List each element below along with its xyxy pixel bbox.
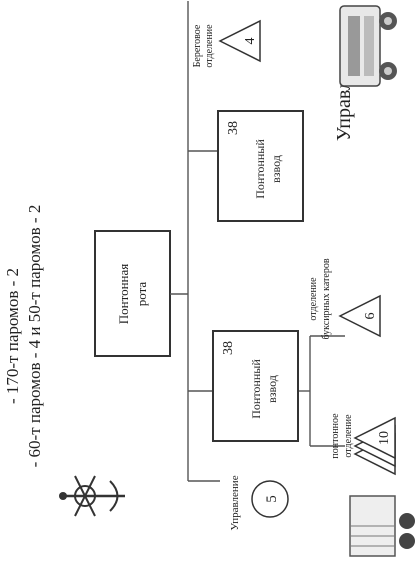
towboat-section-count: 6	[363, 313, 378, 320]
shore-section-triangle	[218, 19, 261, 63]
towboat-section-label-line1: отделение	[308, 277, 319, 321]
platoon-right-label-line1: Понтонный	[253, 139, 267, 199]
pontoon-section-count: 10	[377, 431, 392, 445]
header-line-1: - 170-т паромов - 2	[3, 268, 22, 404]
platoon-left-label-line2: взвод	[265, 375, 279, 403]
platoon-left-label-line1: Понтонный	[249, 359, 263, 419]
root-label-line1: Понтонная	[116, 264, 131, 325]
shore-section-count: 4	[243, 38, 258, 45]
truck-icon	[349, 495, 415, 557]
shore-section-label-line2: отделение	[204, 24, 215, 68]
emblem-icon	[59, 475, 125, 517]
boat-icon	[339, 5, 397, 87]
platoon-left-count: 38	[221, 341, 236, 355]
platoon-right-box	[217, 110, 304, 222]
platoon-right-label-line2: взвод	[269, 155, 283, 183]
management-label: Управление	[229, 475, 241, 530]
connectors	[170, 1, 345, 482]
pontoon-section-label-line2: отделение	[343, 414, 354, 458]
towboat-section-triangle	[338, 294, 381, 338]
management-count: 5	[264, 495, 280, 503]
towboat-section-label-line2: буксирных катеров	[321, 258, 332, 339]
management-circle	[251, 480, 289, 518]
pontoon-section-triangles	[353, 416, 396, 476]
root-label-line2: рота	[134, 282, 149, 307]
platoon-right-count: 38	[226, 121, 241, 135]
root-box	[94, 230, 171, 357]
platoon-left-box	[212, 330, 299, 442]
shore-section-label-line1: Береговое	[192, 24, 203, 67]
header-line-2: - 60-т паромов - 4 и 50-т паромов - 2	[25, 205, 44, 468]
pontoon-section-label-line1: понтонное	[330, 413, 341, 459]
